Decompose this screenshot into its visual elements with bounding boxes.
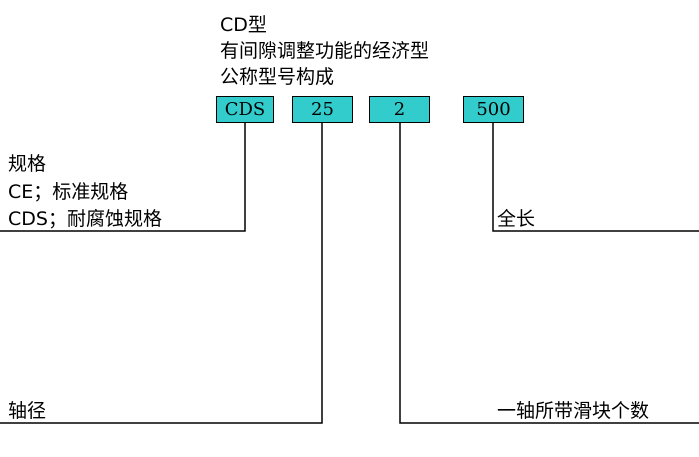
box-shaft-size: 25 bbox=[292, 96, 353, 123]
connector-total-length bbox=[492, 123, 699, 232]
box-total-length: 500 bbox=[463, 96, 524, 123]
connector-shaft-diameter bbox=[0, 123, 323, 424]
label-spec-title: 规格 bbox=[8, 153, 47, 175]
label-shaft-diameter: 轴径 bbox=[8, 400, 47, 422]
box-slider-count: 2 bbox=[369, 96, 430, 123]
header-type: CD型 bbox=[220, 14, 267, 36]
connector-spec bbox=[0, 123, 246, 232]
label-sliders-per-shaft: 一轴所带滑块个数 bbox=[497, 400, 650, 422]
label-spec-ce: CE；标准规格 bbox=[8, 181, 129, 203]
label-total-length: 全长 bbox=[497, 208, 536, 230]
header-model-composition: 公称型号构成 bbox=[220, 66, 335, 88]
header-description: 有间隙调整功能的经济型 bbox=[220, 40, 430, 62]
label-spec-cds: CDS；耐腐蚀规格 bbox=[8, 208, 162, 230]
connector-slider-count bbox=[399, 123, 699, 424]
box-spec-code: CDS bbox=[216, 96, 274, 123]
